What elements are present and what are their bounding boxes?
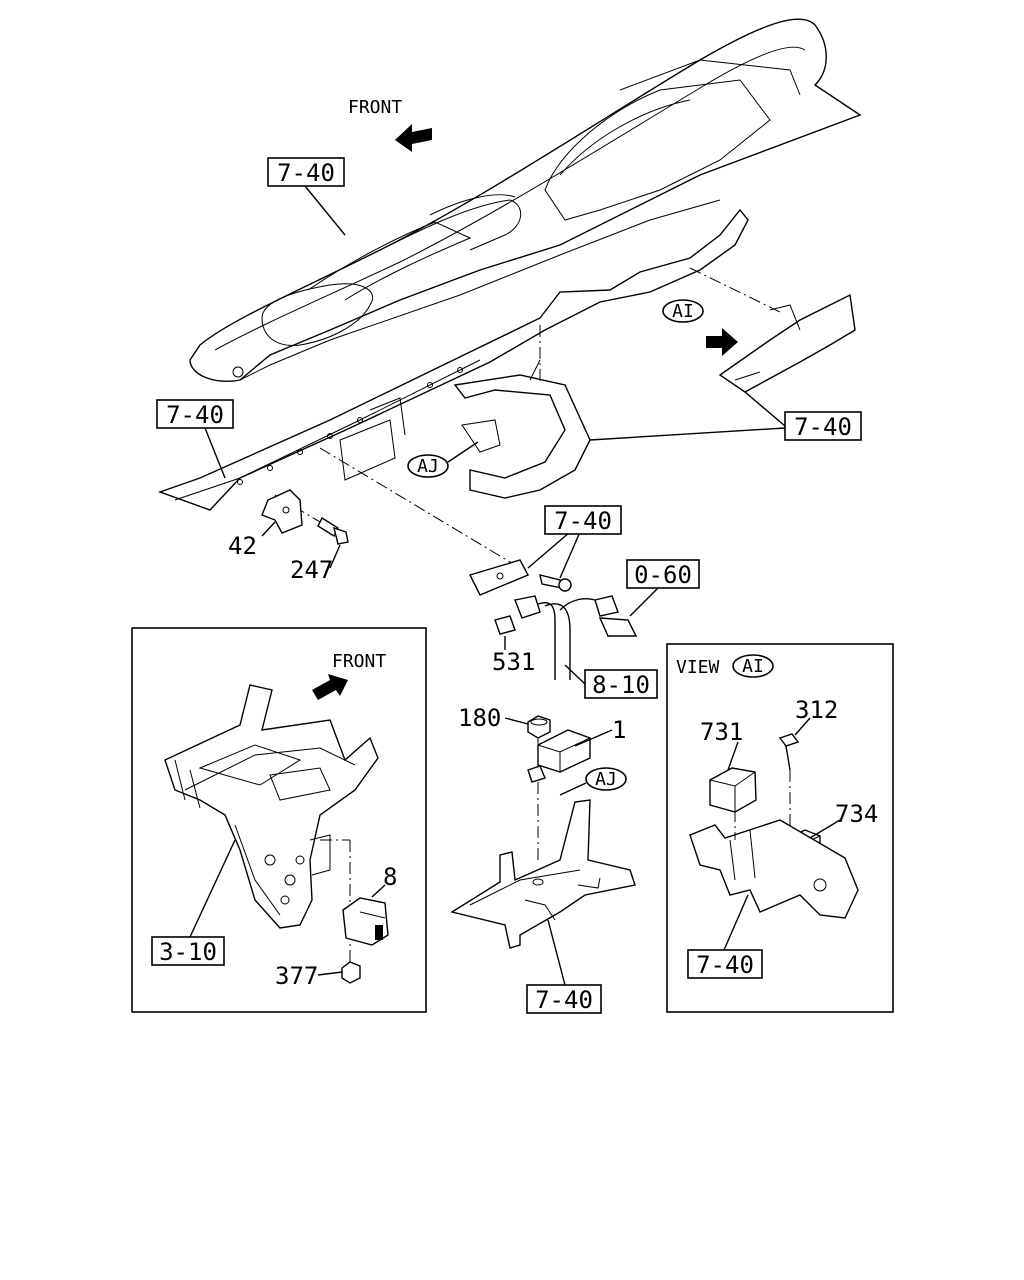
right-bracket [718, 293, 856, 393]
part-number-734: 734 [835, 800, 878, 828]
front-label-top: FRONT [348, 97, 402, 118]
ref-box-bracket-right: 7-40 [589, 391, 862, 441]
cross-beam [157, 208, 749, 511]
front-indicator-top: FRONT [348, 97, 432, 152]
svg-text:7-40: 7-40 [794, 413, 852, 441]
bolt-bracket-assembly: 7-40 [469, 505, 622, 596]
part-number-731: 731 [700, 718, 743, 746]
svg-text:7-40: 7-40 [166, 401, 224, 429]
part-number-8: 8 [383, 863, 397, 891]
projection-line-beam [319, 447, 521, 569]
part-number-377: 377 [275, 962, 318, 990]
svg-text:7-40: 7-40 [554, 507, 612, 535]
part-number-247: 247 [290, 556, 333, 584]
svg-text:8-10: 8-10 [592, 671, 650, 699]
svg-text:0-60: 0-60 [634, 561, 692, 589]
svg-text:7-40: 7-40 [277, 159, 335, 187]
part-number-312: 312 [795, 696, 838, 724]
svg-text:7-40: 7-40 [535, 986, 593, 1014]
part-247-bolt: 247 [290, 516, 349, 584]
dashboard-assembly [189, 18, 862, 382]
part-number-42: 42 [228, 532, 257, 560]
callout-aj-main: AJ [407, 441, 479, 478]
front-arrow-icon-left [312, 674, 348, 700]
view-arrow-icon [706, 328, 738, 356]
part-number-531: 531 [492, 648, 535, 676]
left-detail-panel: FRONT 8 377 3-10 [131, 627, 427, 1013]
center-bracket [453, 359, 591, 499]
ref-box-harness: 8-10 [564, 664, 658, 699]
ref-box-connector: 0-60 [626, 559, 700, 617]
center-detail: 180 1 AJ 7-40 [450, 704, 636, 1014]
part-number-180: 180 [458, 704, 501, 732]
projection-line-right [689, 267, 781, 313]
view-label: VIEW [676, 657, 720, 678]
ref-box-dash-top: 7-40 [267, 157, 346, 236]
right-view-panel: VIEW AI 312 731 734 7-40 [666, 643, 894, 1013]
svg-text:AI: AI [672, 301, 694, 322]
svg-text:7-40: 7-40 [696, 951, 754, 979]
svg-text:AJ: AJ [595, 769, 617, 790]
svg-text:3-10: 3-10 [159, 938, 217, 966]
front-arrow-icon [395, 124, 432, 152]
part-42-bracket: 42 [228, 489, 303, 560]
front-label-left: FRONT [332, 651, 386, 672]
svg-text:AJ: AJ [417, 456, 439, 477]
callout-ai-top: AI [662, 299, 738, 356]
part-number-1: 1 [612, 716, 626, 744]
view-ref: AI [742, 656, 764, 677]
ref-box-rail-left: 7-40 [156, 399, 234, 479]
wire-harness: 531 [492, 595, 638, 680]
